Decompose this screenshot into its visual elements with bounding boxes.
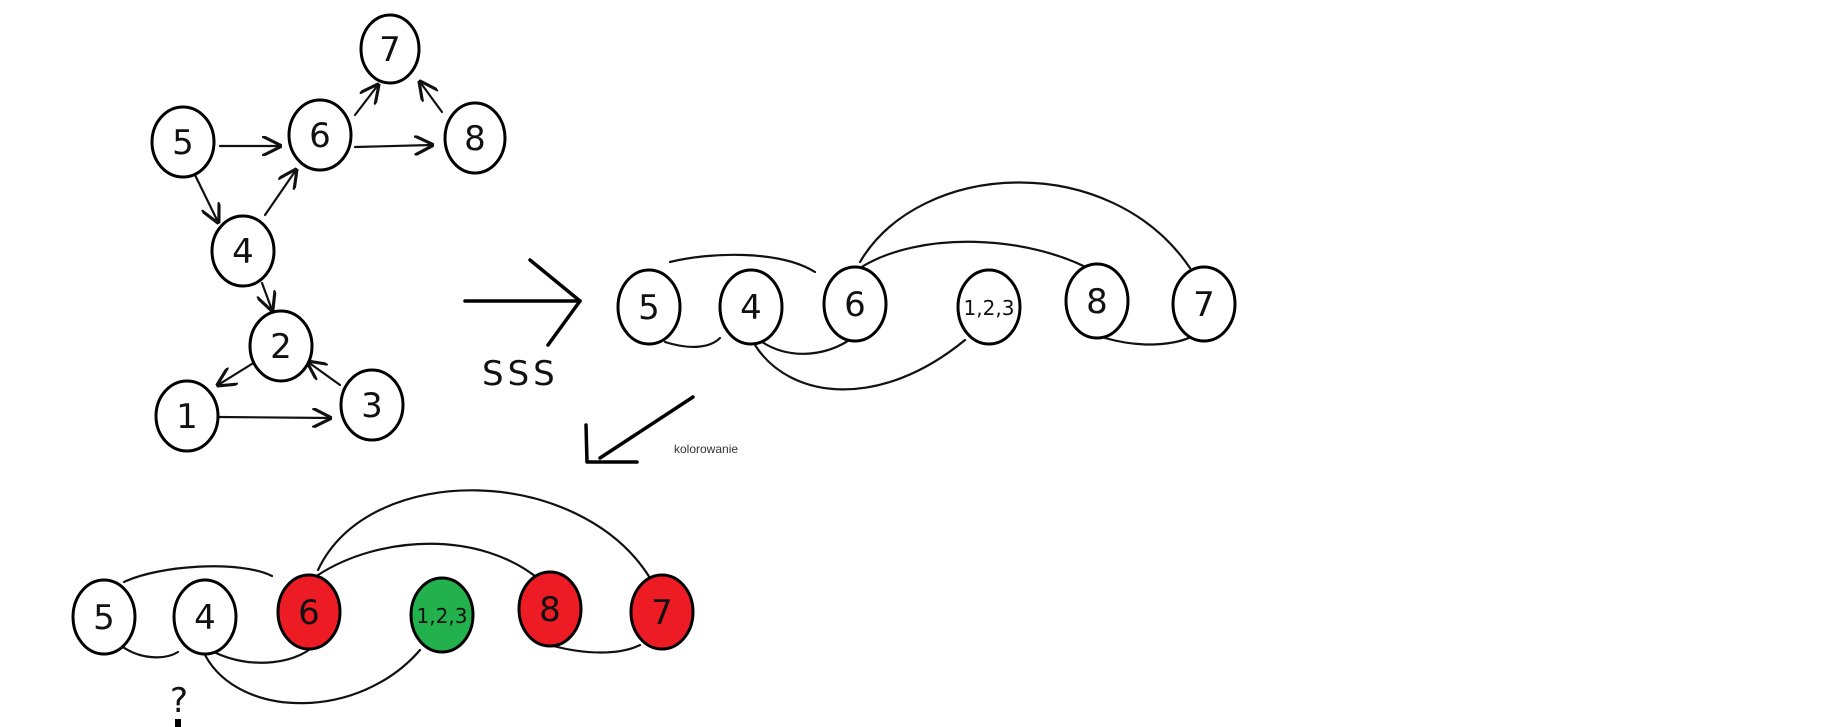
knode-5-label: 5	[93, 598, 115, 638]
knode-8: 8	[517, 570, 583, 648]
edge-4-to-6	[263, 170, 296, 217]
diag-arrow-shaft	[598, 395, 695, 460]
edge-1-to-3	[216, 417, 330, 418]
edge-6-to-8	[353, 145, 432, 147]
kedge-6-8	[316, 542, 542, 582]
node-1-label: 1	[176, 397, 198, 437]
question-dot	[175, 719, 181, 727]
knode-4: 4	[172, 578, 238, 656]
cedge-5-4-low	[663, 336, 722, 348]
kedge-6-7	[316, 489, 652, 580]
node-1: 1	[154, 379, 220, 453]
cnode-4: 4	[718, 268, 784, 346]
edge-6-to-7	[353, 85, 378, 117]
cedge-6-7	[858, 181, 1192, 270]
cnode-123: 1,2,3	[956, 268, 1022, 346]
node-4-label: 4	[232, 232, 254, 272]
edge-8-to-7	[420, 82, 444, 114]
knode-7-label: 7	[651, 593, 673, 633]
node-3-label: 3	[361, 386, 383, 426]
knode-5: 5	[71, 578, 137, 656]
diag-arrow-head	[584, 423, 639, 464]
coloring-label: kolorowanie	[674, 442, 738, 456]
transform-arrow: SSS	[463, 258, 582, 394]
node-6: 6	[287, 98, 353, 172]
condensed-graph: 5 4 6 1,2,3 8 7	[616, 181, 1237, 391]
node-8: 8	[443, 101, 507, 175]
edge-4-to-2	[262, 281, 272, 310]
cnode-123-label: 1,2,3	[964, 296, 1015, 320]
original-graph: 7 5 6 8 4 2 1 3	[150, 13, 507, 453]
transform-note: SSS	[482, 354, 559, 394]
node-4: 4	[210, 214, 276, 288]
cedge-5-6	[668, 253, 817, 274]
knode-123: 1,2,3	[409, 576, 475, 654]
knode-123-label: 1,2,3	[417, 604, 468, 628]
edge-2-to-1	[218, 360, 257, 385]
cnode-7: 7	[1171, 265, 1237, 343]
knode-4-label: 4	[194, 598, 216, 638]
edge-3-to-2	[308, 362, 342, 387]
knode-6: 6	[276, 573, 342, 651]
knode-8-label: 8	[539, 590, 561, 630]
cedge-4-123	[753, 338, 967, 391]
question-mark: ?	[170, 681, 188, 721]
kedge-4-123	[203, 648, 422, 705]
knode-6-label: 6	[298, 593, 320, 633]
cnode-6: 6	[822, 265, 888, 343]
cnode-7-label: 7	[1193, 285, 1215, 325]
cedge-8-7-low	[1103, 333, 1197, 346]
node-3: 3	[339, 368, 405, 442]
node-8-label: 8	[464, 119, 486, 159]
node-2: 2	[248, 309, 314, 383]
kedge-8-7-low	[548, 643, 642, 654]
node-7-label: 7	[379, 30, 401, 70]
node-7: 7	[359, 13, 421, 85]
colored-graph: 5 4 6 1,2,3 8 7 ?	[71, 489, 695, 727]
kedge-5-4-low	[118, 643, 180, 659]
cnode-6-label: 6	[844, 285, 866, 325]
coloring-arrow: kolorowanie	[584, 395, 738, 464]
cnode-5-label: 5	[638, 288, 660, 328]
node-6-label: 6	[309, 116, 331, 156]
knode-7: 7	[629, 573, 695, 651]
cedge-6-8	[858, 240, 1097, 274]
right-arrow-head	[528, 258, 582, 347]
node-5: 5	[150, 105, 216, 179]
edge-5-to-4	[193, 173, 218, 222]
cnode-8-label: 8	[1086, 282, 1108, 322]
cnode-5: 5	[616, 268, 682, 346]
node-2-label: 2	[270, 327, 292, 367]
kedge-5-6	[122, 565, 274, 584]
node-5-label: 5	[172, 123, 194, 163]
cnode-8: 8	[1064, 262, 1130, 340]
cnode-4-label: 4	[740, 288, 762, 328]
